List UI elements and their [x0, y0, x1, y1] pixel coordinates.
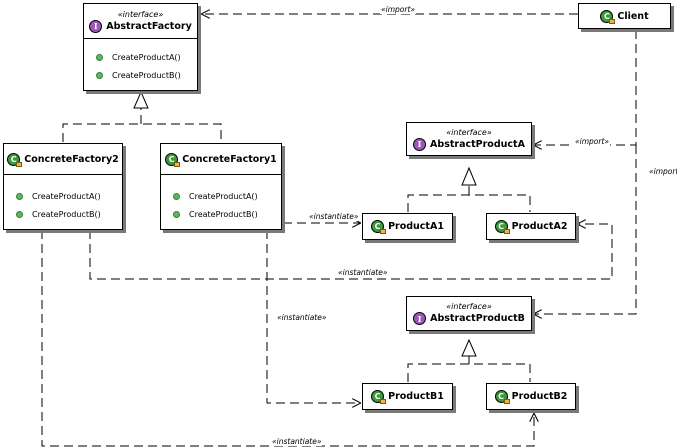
class-header: «interface» I AbstractProductB — [407, 297, 531, 330]
lock-icon — [16, 161, 23, 167]
class-icon: C — [371, 220, 387, 234]
operation-item[interactable]: CreateProductB() — [84, 66, 197, 84]
class-header: «interface» I AbstractProductA — [407, 123, 531, 155]
class-producta1[interactable]: C ProductA1 — [362, 213, 453, 240]
class-name: AbstractFactory — [106, 20, 192, 32]
class-icon: C — [371, 390, 387, 404]
import-abstractproducta-label: «import» — [574, 137, 611, 146]
class-icon: C — [165, 152, 181, 167]
class-header: «interface» I AbstractFactory — [84, 4, 197, 38]
class-producta2[interactable]: C ProductA2 — [486, 213, 576, 240]
class-icon: C — [600, 9, 616, 24]
operation-name: CreateProductA() — [189, 191, 258, 201]
operation-item[interactable]: CreateProductA() — [4, 187, 122, 205]
operations-compartment: CreateProductA() CreateProductB() — [161, 174, 281, 223]
class-name: ConcreteFactory1 — [182, 153, 277, 165]
interface-icon: I — [89, 19, 103, 33]
public-operation-icon — [173, 210, 180, 218]
class-client[interactable]: C Client — [578, 3, 671, 29]
class-name: ProductA2 — [511, 221, 568, 232]
class-header: C ProductA1 — [363, 214, 452, 239]
import-abstractproducta-line — [534, 30, 637, 145]
class-abstractproductb[interactable]: «interface» I AbstractProductB — [406, 296, 532, 331]
class-header: C ProductA2 — [487, 214, 575, 239]
class-abstractproducta[interactable]: «interface» I AbstractProductA — [406, 122, 532, 156]
lock-icon — [380, 229, 387, 234]
public-operation-icon — [96, 53, 103, 61]
public-operation-icon — [173, 192, 180, 200]
realization-products-b — [407, 338, 531, 382]
instantiate-producta1-label: «instantiate» — [308, 212, 360, 221]
class-header: C ConcreteFactory1 — [161, 144, 281, 174]
realization-products-a — [407, 166, 531, 212]
lock-icon — [503, 229, 510, 234]
class-abstractfactory[interactable]: «interface» I AbstractFactory CreateProd… — [83, 3, 198, 91]
class-name: ProductA1 — [388, 221, 444, 232]
class-icon: C — [494, 390, 510, 404]
import-abstractproductb-line — [534, 145, 637, 314]
public-operation-icon — [16, 210, 23, 218]
operation-name: CreateProductA() — [112, 52, 181, 62]
lock-icon — [174, 161, 181, 167]
interface-icon: I — [413, 137, 427, 151]
instantiate-producta2-label: «instantiate» — [337, 268, 389, 277]
instantiate-productb2-label: «instantiate» — [271, 437, 323, 446]
class-icon: C — [494, 220, 510, 234]
class-name: AbstractProductA — [430, 138, 525, 150]
class-name: ProductB2 — [511, 391, 568, 402]
class-name: ConcreteFactory2 — [24, 153, 119, 165]
operation-name: CreateProductB() — [112, 70, 181, 80]
operation-item[interactable]: CreateProductA() — [161, 187, 281, 205]
interface-icon: I — [413, 312, 427, 325]
class-header: C Client — [579, 4, 670, 28]
operations-compartment: CreateProductA() CreateProductB() — [84, 38, 197, 84]
public-operation-icon — [16, 192, 23, 200]
class-name: ProductB1 — [388, 391, 444, 402]
stereotype-label: «interface» — [446, 127, 492, 137]
instantiate-productb1-line — [266, 230, 360, 403]
class-name: Client — [617, 10, 649, 22]
class-concretefactory1[interactable]: C ConcreteFactory1 CreateProductA() Crea… — [160, 143, 282, 230]
lock-icon — [380, 399, 387, 404]
lock-icon — [609, 18, 616, 24]
operation-item[interactable]: CreateProductB() — [4, 205, 122, 223]
class-header: C ConcreteFactory2 — [4, 144, 122, 174]
class-header: C ProductB2 — [487, 384, 575, 409]
realization-factories — [62, 90, 222, 142]
class-concretefactory2[interactable]: C ConcreteFactory2 CreateProductA() Crea… — [3, 143, 123, 230]
instantiate-producta2-line — [89, 224, 613, 280]
operation-name: CreateProductB() — [189, 209, 258, 219]
instantiate-productb2-line — [41, 230, 534, 447]
instantiate-productb1-label: «instantiate» — [276, 313, 328, 322]
class-icon: C — [7, 152, 23, 167]
public-operation-icon — [96, 71, 103, 79]
operations-compartment: CreateProductA() CreateProductB() — [4, 174, 122, 223]
stereotype-label: «interface» — [117, 9, 164, 19]
operation-item[interactable]: CreateProductA() — [84, 48, 197, 66]
stereotype-label: «interface» — [446, 302, 492, 311]
class-name: AbstractProductB — [430, 313, 525, 324]
import-abstractproductb-label: «import» — [648, 167, 677, 176]
lock-icon — [503, 399, 510, 404]
class-header: C ProductB1 — [363, 384, 452, 409]
operation-item[interactable]: CreateProductB() — [161, 205, 281, 223]
import-abstractfactory-label: «import» — [380, 5, 417, 14]
class-productb2[interactable]: C ProductB2 — [486, 383, 576, 410]
operation-name: CreateProductA() — [32, 191, 101, 201]
class-productb1[interactable]: C ProductB1 — [362, 383, 453, 410]
operation-name: CreateProductB() — [32, 209, 101, 219]
